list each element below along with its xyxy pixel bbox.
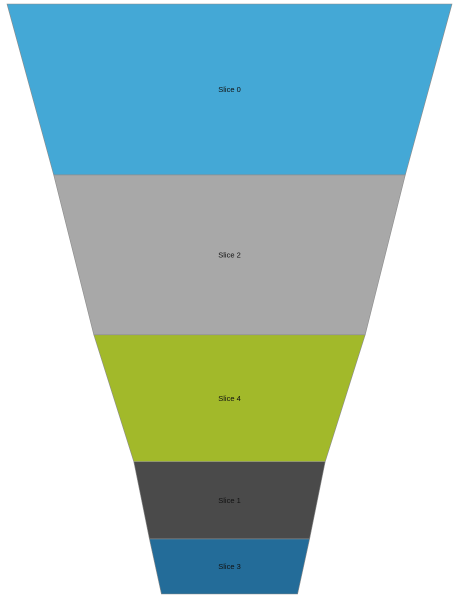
slice-label-3: Slice 1 bbox=[218, 496, 241, 505]
funnel-slice-4 bbox=[149, 538, 310, 595]
slice-label-1: Slice 2 bbox=[218, 250, 241, 259]
slice-label-0: Slice 0 bbox=[218, 85, 241, 94]
funnel-slices bbox=[6, 3, 453, 595]
slice-label-4: Slice 3 bbox=[218, 562, 241, 571]
slice-label-2: Slice 4 bbox=[218, 394, 241, 403]
funnel-labels: Slice 0 Slice 2 Slice 4 Slice 1 Slice 3 bbox=[218, 85, 241, 571]
